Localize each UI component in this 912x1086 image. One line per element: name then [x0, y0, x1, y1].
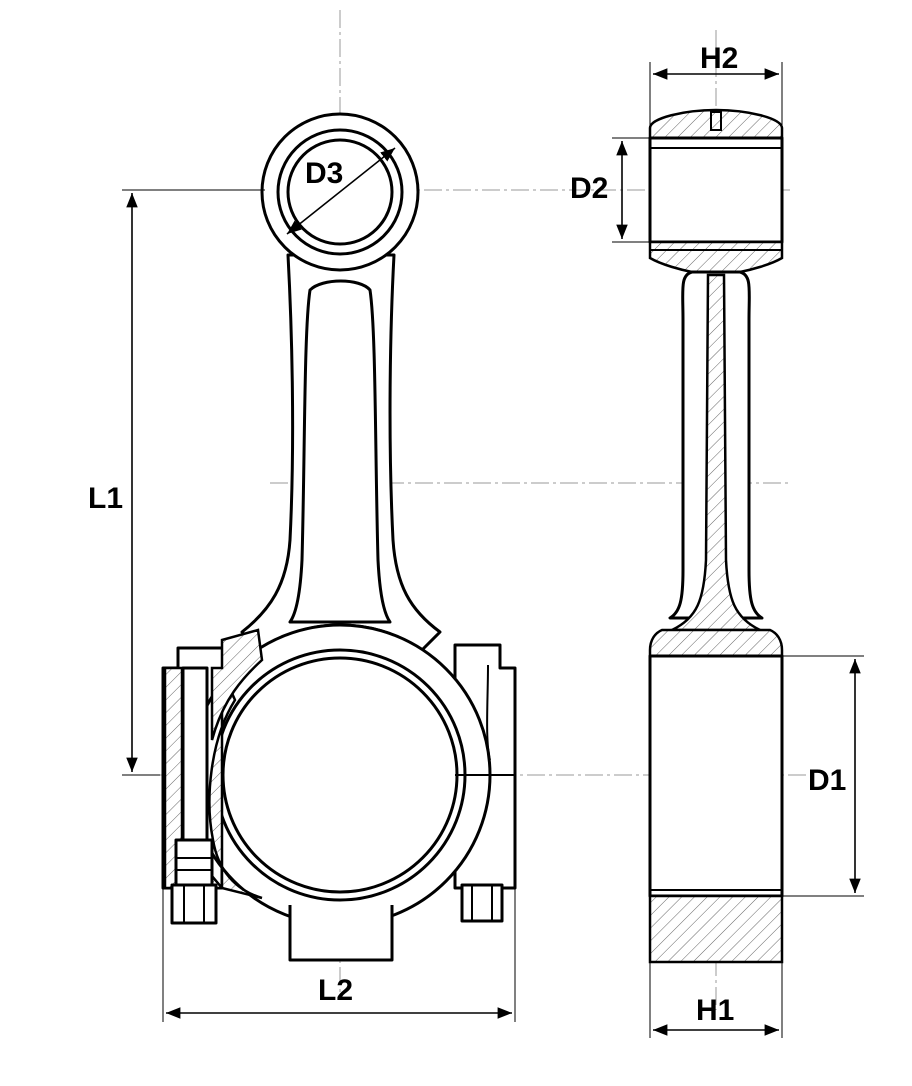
bolt-section-left — [163, 666, 263, 900]
front-view — [161, 112, 517, 962]
side-big-end-top — [648, 628, 784, 658]
bolt-nut-left-lower — [170, 883, 218, 925]
dimension-lines — [122, 62, 864, 1038]
side-small-end-top — [648, 108, 784, 140]
label-d2: D2 — [570, 172, 608, 205]
label-h2: H2 — [700, 42, 738, 75]
label-l2: L2 — [318, 974, 353, 1007]
label-h1: H1 — [696, 994, 734, 1027]
side-small-end-body — [648, 136, 784, 244]
bolt-nut-left — [174, 838, 214, 887]
big-end-bore — [221, 656, 459, 894]
cap-tab — [288, 905, 394, 962]
side-small-end-bottom — [648, 240, 784, 274]
label-d3: D3 — [305, 157, 343, 190]
side-big-end-cap — [648, 894, 784, 964]
bolt-shank — [181, 666, 209, 842]
dimension-labels: L1 L2 D3 H2 D2 D1 H1 — [88, 42, 846, 1027]
rod-web-recess — [288, 279, 392, 624]
side-big-end-body — [648, 654, 784, 898]
side-view — [648, 108, 784, 964]
bolt-nut-right — [460, 883, 504, 923]
label-l1: L1 — [88, 482, 123, 515]
upper-section-hatch — [210, 628, 264, 741]
label-d1: D1 — [808, 764, 846, 797]
